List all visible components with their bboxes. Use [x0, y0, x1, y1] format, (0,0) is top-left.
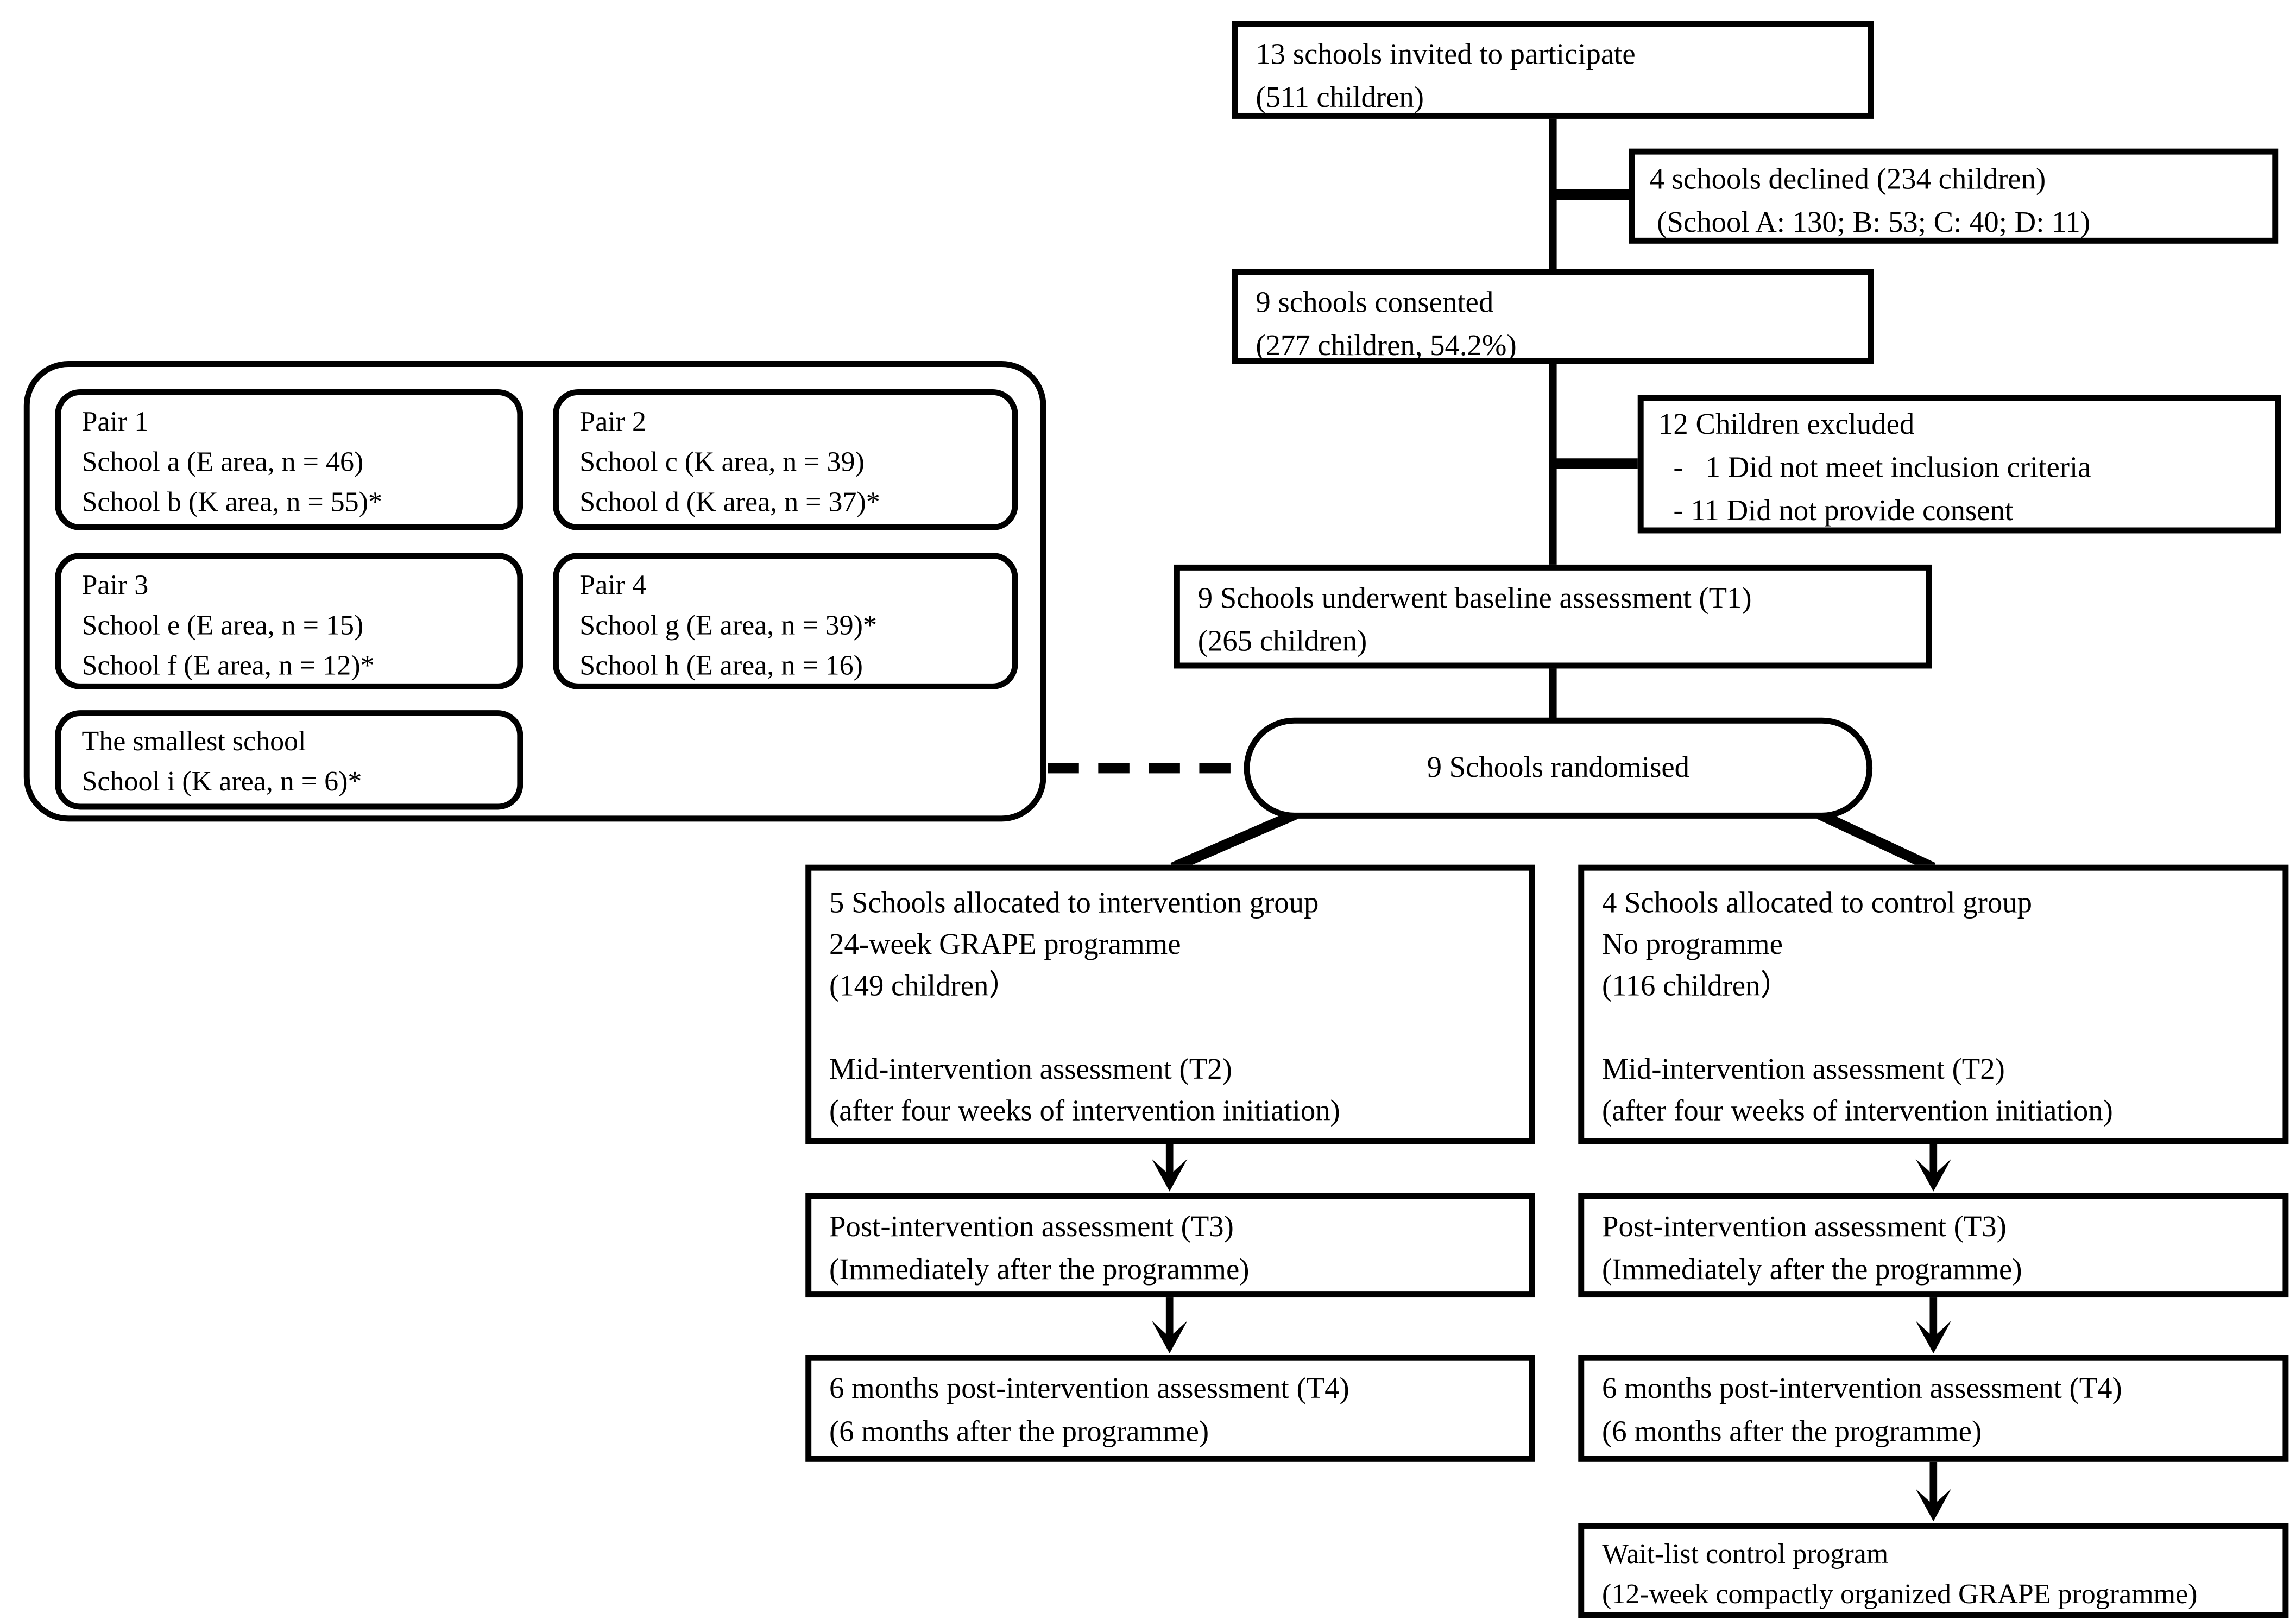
pairs-panel: Pair 1 School a (E area, n = 46) School …	[23, 360, 1046, 822]
text-line: (12-week compactly organized GRAPE progr…	[1602, 1579, 2198, 1611]
consented-box: 9 schools consented (277 children, 54.2%…	[1232, 269, 1874, 364]
text-line: School b (K area, n = 55)*	[81, 487, 382, 519]
waitlist-box: Wait-list control program (12-week compa…	[1578, 1523, 2289, 1618]
text-line: (265 children)	[1197, 625, 1367, 659]
text-line: (511 children)	[1256, 81, 1424, 115]
smallest-school-box: The smallest school School i (K area, n …	[55, 710, 523, 810]
t3-intervention-box: Post-intervention assessment (T3) (Immed…	[805, 1193, 1535, 1298]
text-line: School c (K area, n = 39)	[579, 447, 865, 479]
text-line: (149 children）	[829, 970, 1019, 1003]
text-line: 4 Schools allocated to control group	[1602, 887, 2033, 920]
pair1-box: Pair 1 School a (E area, n = 46) School …	[55, 389, 523, 530]
pair4-box: Pair 4 School g (E area, n = 39)* School…	[553, 553, 1018, 689]
arrowhead	[1915, 1489, 1952, 1522]
text-line: Pair 1	[81, 407, 149, 439]
text-line: School h (E area, n = 16)	[579, 650, 863, 682]
text-line: School a (E area, n = 46)	[81, 447, 364, 479]
text-line: Pair 4	[579, 570, 647, 602]
text-line: (School A: 130; B: 53; C: 40; D: 11)	[1649, 206, 2091, 239]
text-line: (Immediately after the programme)	[829, 1254, 1250, 1287]
text-line: Post-intervention assessment (T3)	[1602, 1211, 2007, 1244]
text-line: 6 months post-intervention assessment (T…	[1602, 1372, 2122, 1406]
text-line: (Immediately after the programme)	[1602, 1254, 2022, 1287]
text-line: School e (E area, n = 15)	[81, 610, 364, 642]
text-line: Mid-intervention assessment (T2)	[1602, 1053, 2005, 1086]
pair3-box: Pair 3 School e (E area, n = 15) School …	[55, 553, 523, 689]
text-line: (after four weeks of intervention initia…	[829, 1094, 1340, 1128]
text-line: No programme	[1602, 928, 1783, 961]
t3-control-box: Post-intervention assessment (T3) (Immed…	[1578, 1193, 2289, 1298]
pair2-box: Pair 2 School c (K area, n = 39) School …	[553, 389, 1018, 530]
text-line: School f (E area, n = 12)*	[81, 650, 375, 682]
text-line: (6 months after the programme)	[829, 1415, 1209, 1449]
t4-control-box: 6 months post-intervention assessment (T…	[1578, 1355, 2289, 1462]
baseline-box: 9 Schools underwent baseline assessment …	[1174, 564, 1932, 669]
text-line: 5 Schools allocated to intervention grou…	[829, 887, 1319, 920]
text-line: School i (K area, n = 6)*	[81, 767, 362, 798]
declined-box: 4 schools declined (234 children) (Schoo…	[1629, 148, 2279, 244]
connector-randomised-intervention	[1170, 809, 1298, 872]
text-line: 6 months post-intervention assessment (T…	[829, 1372, 1349, 1406]
text-line: (277 children, 54.2%)	[1256, 330, 1517, 363]
text-line: (116 children）	[1602, 970, 1790, 1003]
control-group-box: 4 Schools allocated to control group No …	[1578, 864, 2289, 1144]
text-line: - 11 Did not provide consent	[1658, 495, 2014, 528]
text-line: 4 schools declined (234 children)	[1649, 163, 2046, 197]
arrowhead	[1915, 1320, 1952, 1354]
text-line: 13 schools invited to participate	[1256, 39, 1636, 72]
text-line	[1602, 1007, 2265, 1049]
invited-box: 13 schools invited to participate (511 c…	[1232, 21, 1874, 119]
excluded-box: 12 Children excluded - 1 Did not meet in…	[1637, 395, 2281, 534]
text-line: Wait-list control program	[1602, 1539, 1889, 1571]
text-line: 9 Schools underwent baseline assessment …	[1197, 582, 1752, 615]
t4-intervention-box: 6 months post-intervention assessment (T…	[805, 1355, 1535, 1462]
text-line: Post-intervention assessment (T3)	[829, 1211, 1234, 1244]
text-line: 9 schools consented	[1256, 287, 1494, 320]
text-line: Pair 2	[579, 407, 647, 439]
text-line: 24-week GRAPE programme	[829, 928, 1181, 961]
text-line: 9 Schools randomised	[1427, 751, 1690, 784]
text-line: Pair 3	[81, 570, 149, 602]
text-line: (6 months after the programme)	[1602, 1415, 1982, 1449]
text-line: The smallest school	[81, 726, 306, 758]
intervention-group-box: 5 Schools allocated to intervention grou…	[805, 864, 1535, 1144]
text-line: School g (E area, n = 39)*	[579, 610, 877, 642]
text-line: - 1 Did not meet inclusion criteria	[1658, 451, 2091, 485]
text-line: (after four weeks of intervention initia…	[1602, 1094, 2113, 1128]
text-line: Mid-intervention assessment (T2)	[829, 1053, 1232, 1086]
connector-randomised-control	[1816, 809, 1936, 872]
randomised-box: 9 Schools randomised	[1244, 717, 1873, 819]
text-line: School d (K area, n = 37)*	[579, 487, 880, 519]
text-line	[829, 1007, 1511, 1049]
text-line: 12 Children excluded	[1658, 408, 1915, 441]
